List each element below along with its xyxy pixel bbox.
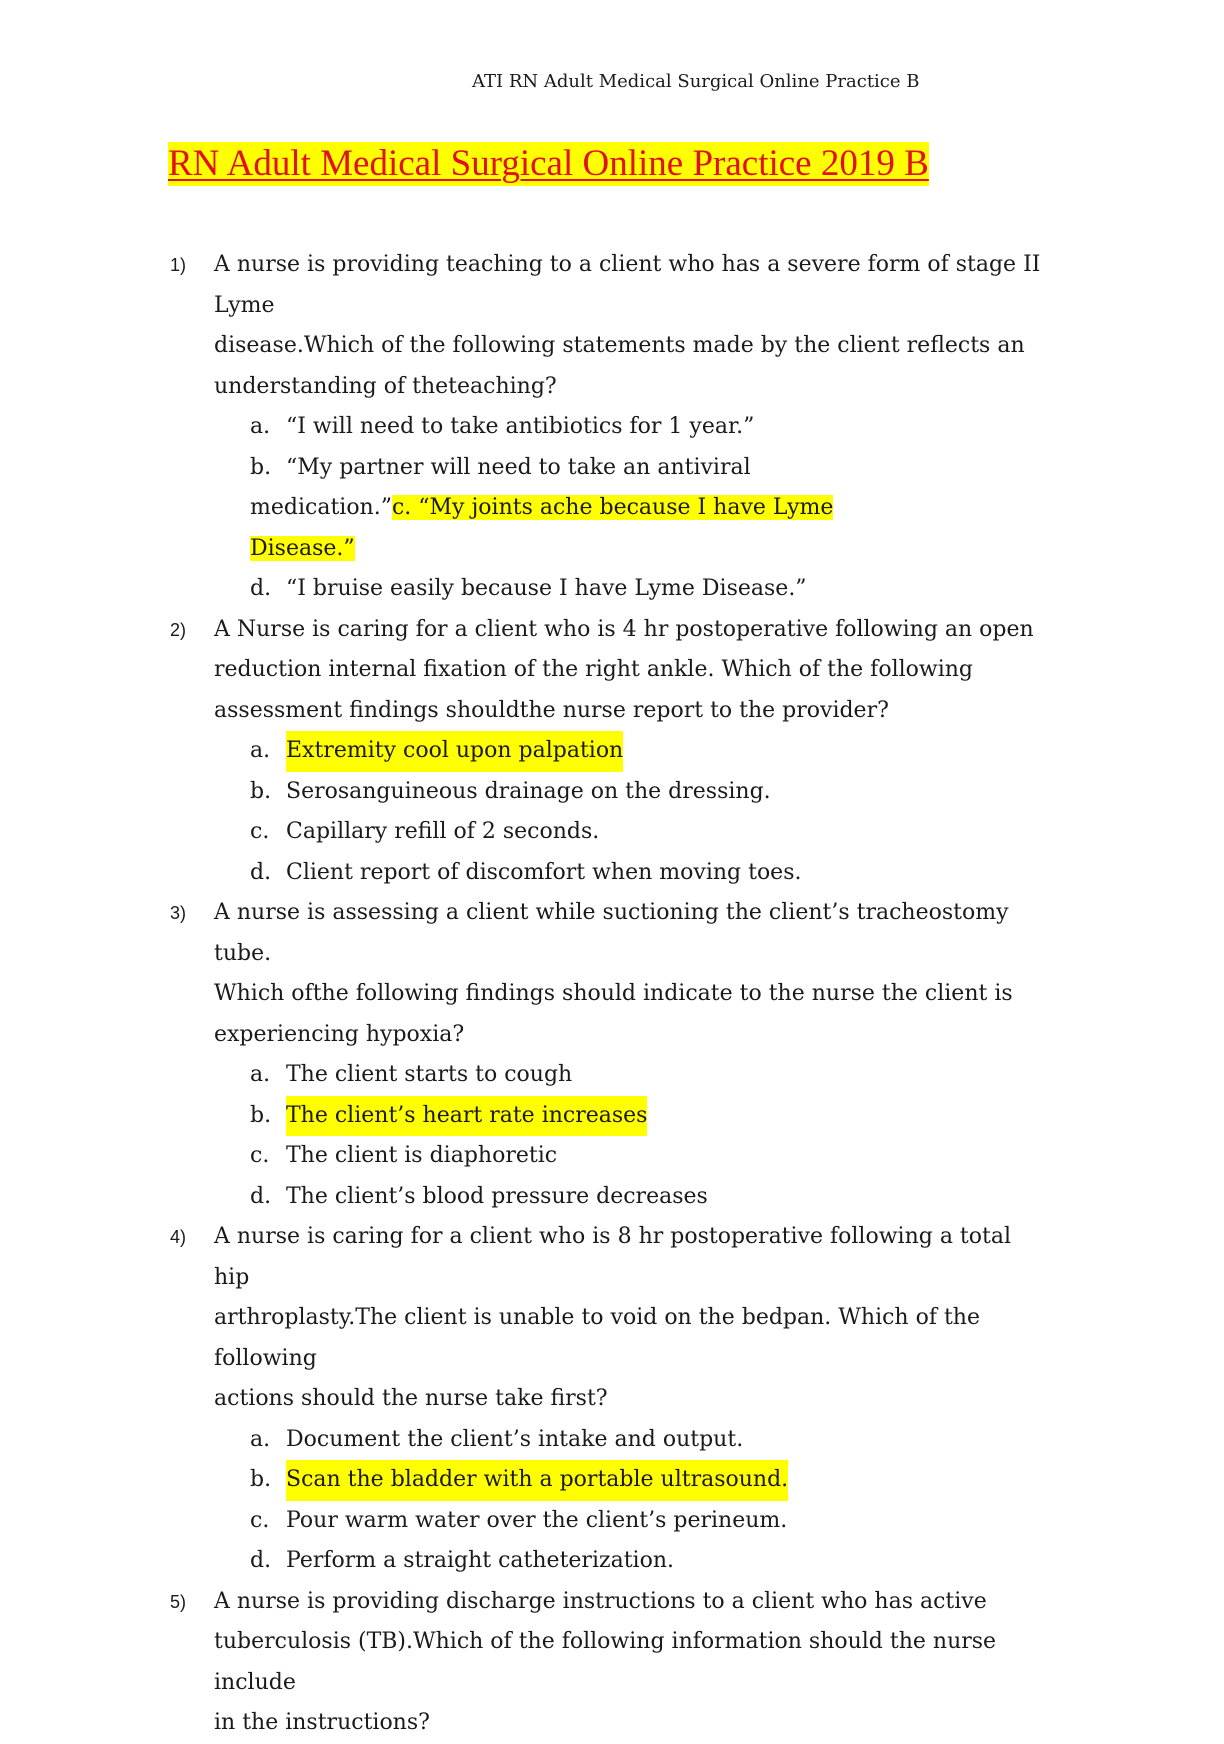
answer-options: a. The client starts to cough b. The cli… xyxy=(214,1055,1050,1217)
option-letter: d. xyxy=(250,576,272,601)
stem-line: A nurse is providing teaching to a clien… xyxy=(214,252,1041,318)
highlighted-answer: Extremity cool upon palpation xyxy=(286,731,624,772)
question-stem: A nurse is assessing a client while suct… xyxy=(214,893,1050,1055)
answer-option-d: d. Perform a straight catheterization. xyxy=(214,1541,1050,1582)
answer-option-b: b. Scan the bladder with a portable ultr… xyxy=(214,1460,1050,1501)
running-header: ATI RN Adult Medical Surgical Online Pra… xyxy=(472,71,920,92)
option-text: The client’s blood pressure decreases xyxy=(286,1183,708,1209)
stem-line: experiencing hypoxia? xyxy=(214,1021,465,1047)
option-text: Document the client’s intake and output. xyxy=(286,1426,744,1452)
answer-options: a. Extremity cool upon palpation b. Sero… xyxy=(214,731,1050,893)
option-text: medication.” xyxy=(250,495,392,520)
answer-option-c: c. Pour warm water over the client’s per… xyxy=(214,1501,1050,1542)
highlighted-answer-c: c. “My joints ache because I have Lyme xyxy=(391,495,834,520)
option-text: The client is diaphoretic xyxy=(286,1143,558,1168)
question-1: 1) A nurse is providing teaching to a cl… xyxy=(170,245,1050,610)
answer-option-c-continued: Disease.” xyxy=(214,529,1050,570)
option-text: The client starts to cough xyxy=(286,1062,573,1087)
stem-line: A nurse is assessing a client while suct… xyxy=(214,900,1009,966)
question-number: 5) xyxy=(170,1591,187,1612)
question-5: 5) A nurse is providing discharge instru… xyxy=(170,1582,1050,1744)
question-stem: A nurse is providing teaching to a clien… xyxy=(214,245,1050,407)
option-letter: a. xyxy=(250,1062,271,1087)
stem-line: Which ofthe following findings should in… xyxy=(214,981,1013,1006)
option-letter: a. xyxy=(250,414,271,439)
option-letter: b. xyxy=(250,454,272,480)
answer-option-b: b. The client’s heart rate increases xyxy=(214,1095,1050,1136)
option-text: “My partner will need to take an antivir… xyxy=(286,454,751,480)
option-text: “I bruise easily because I have Lyme Dis… xyxy=(286,576,807,601)
stem-line: tuberculosis (TB).Which of the following… xyxy=(214,1629,997,1695)
answer-option-a: a. “I will need to take antibiotics for … xyxy=(214,407,1050,448)
option-letter: c. xyxy=(250,819,270,844)
answer-option-b: b. “My partner will need to take an anti… xyxy=(214,448,1050,489)
question-3: 3) A nurse is assessing a client while s… xyxy=(170,893,1050,1217)
stem-line: arthroplasty.The client is unable to voi… xyxy=(214,1305,980,1371)
stem-line: reduction internal fixation of the right… xyxy=(214,657,973,682)
option-letter: c. xyxy=(250,1143,270,1168)
option-letter: b. xyxy=(250,778,272,804)
answer-option-b-continued: medication.”c. “My joints ache because I… xyxy=(214,488,1050,529)
answer-option-d: d. Client report of discomfort when movi… xyxy=(214,853,1050,894)
option-text: Capillary refill of 2 seconds. xyxy=(286,819,600,844)
option-letter: b. xyxy=(250,1467,272,1492)
highlighted-answer: Scan the bladder with a portable ultraso… xyxy=(286,1460,789,1501)
highlighted-answer: The client’s heart rate increases xyxy=(286,1095,648,1136)
question-list: 1) A nurse is providing teaching to a cl… xyxy=(170,245,1050,1744)
stem-line: A nurse is caring for a client who is 8 … xyxy=(214,1224,1012,1290)
question-stem: A nurse is providing discharge instructi… xyxy=(214,1582,1050,1744)
option-letter: a. xyxy=(250,1426,271,1452)
option-letter: d. xyxy=(250,859,272,885)
question-stem: A Nurse is caring for a client who is 4 … xyxy=(214,610,1050,732)
stem-line: A nurse is providing discharge instructi… xyxy=(214,1588,987,1614)
document-page: ATI RN Adult Medical Surgical Online Pra… xyxy=(168,71,1040,1735)
answer-option-c: c. Capillary refill of 2 seconds. xyxy=(214,812,1050,853)
answer-option-d: d. “I bruise easily because I have Lyme … xyxy=(214,569,1050,610)
answer-option-a: a. The client starts to cough xyxy=(214,1055,1050,1096)
answer-option-a: a. Extremity cool upon palpation xyxy=(214,731,1050,772)
question-number: 1) xyxy=(170,255,187,275)
answer-option-a: a. Document the client’s intake and outp… xyxy=(214,1420,1050,1461)
option-text: Pour warm water over the client’s perine… xyxy=(286,1507,788,1533)
stem-line: actions should the nurse take first? xyxy=(214,1386,608,1411)
question-number: 4) xyxy=(170,1227,187,1247)
answer-option-d: d. The client’s blood pressure decreases xyxy=(214,1177,1050,1218)
answer-options: a. “I will need to take antibiotics for … xyxy=(214,407,1050,610)
stem-line: understanding of theteaching? xyxy=(214,373,557,399)
option-letter: c. xyxy=(250,1507,270,1533)
question-stem: A nurse is caring for a client who is 8 … xyxy=(214,1217,1050,1420)
stem-line: A Nurse is caring for a client who is 4 … xyxy=(214,616,1034,642)
stem-line: disease.Which of the following statement… xyxy=(214,333,1025,358)
answer-option-b: b. Serosanguineous drainage on the dress… xyxy=(214,772,1050,813)
option-text: Client report of discomfort when moving … xyxy=(286,859,802,885)
option-letter: a. xyxy=(250,738,271,763)
question-2: 2) A Nurse is caring for a client who is… xyxy=(170,610,1050,894)
question-number: 2) xyxy=(170,619,187,640)
answer-option-c: c. The client is diaphoretic xyxy=(214,1136,1050,1177)
option-text: Perform a straight catheterization. xyxy=(286,1548,674,1573)
stem-line: assessment findings shouldthe nurse repo… xyxy=(214,697,889,723)
highlighted-answer-c: Disease.” xyxy=(250,535,355,561)
option-letter: d. xyxy=(250,1548,272,1573)
answer-options: a. Document the client’s intake and outp… xyxy=(214,1420,1050,1582)
option-text: Serosanguineous drainage on the dressing… xyxy=(286,778,771,804)
document-title: RN Adult Medical Surgical Online Practic… xyxy=(168,142,929,186)
question-number: 3) xyxy=(170,903,187,923)
question-4: 4) A nurse is caring for a client who is… xyxy=(170,1217,1050,1582)
option-letter: b. xyxy=(250,1102,272,1128)
stem-line: in the instructions? xyxy=(214,1710,430,1735)
option-text: “I will need to take antibiotics for 1 y… xyxy=(286,414,755,439)
option-letter: d. xyxy=(250,1183,272,1209)
